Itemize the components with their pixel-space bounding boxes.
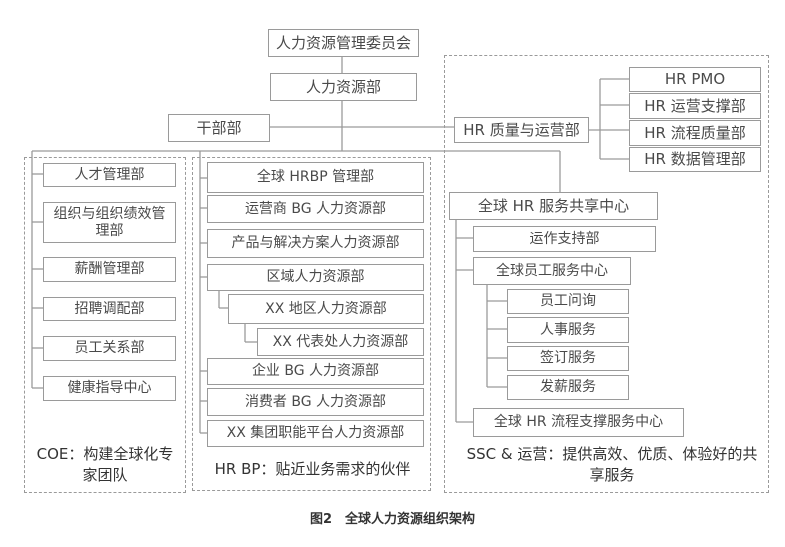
hrbp-item: 消费者 BG 人力资源部 [207, 388, 424, 416]
hr-quality-ops-box: HR 质量与运营部 [454, 117, 589, 143]
quality-item: HR PMO [629, 67, 761, 92]
hrbp-item: 运营商 BG 人力资源部 [207, 195, 424, 223]
coe-item: 薪酬管理部 [43, 257, 176, 282]
hrbp-item: 区域人力资源部 [207, 264, 424, 291]
ssc-label: SSC & 运营：提供高效、优质、体验好的共享服务 [466, 445, 758, 484]
coe-item: 组织与组织绩效管理部 [43, 202, 176, 243]
committee-box: 人力资源管理委员会 [268, 29, 419, 57]
employee-item: 员工问询 [507, 289, 629, 314]
ops-support-box: 运作支持部 [473, 226, 656, 252]
employee-center-box: 全球员工服务中心 [473, 257, 631, 285]
hrbp-item: XX 集团职能平台人力资源部 [207, 420, 424, 447]
hrbp-group [192, 157, 431, 491]
hrbp-label: HR BP：贴近业务需求的伙伴 [214, 460, 411, 478]
coe-label: COE：构建全球化专家团队 [36, 445, 174, 484]
cadre-dept-box: 干部部 [168, 114, 270, 142]
hrbp-item: 全球 HRBP 管理部 [207, 162, 424, 193]
hr-dept-box: 人力资源部 [270, 73, 417, 101]
coe-item: 招聘调配部 [43, 297, 176, 321]
hrbp-item: XX 代表处人力资源部 [257, 328, 424, 356]
employee-item: 签订服务 [507, 346, 629, 371]
figure-caption: 图2 全球人力资源组织架构 [309, 512, 476, 527]
coe-group [24, 157, 186, 493]
hrbp-item: XX 地区人力资源部 [228, 294, 424, 324]
hrbp-item: 产品与解决方案人力资源部 [207, 229, 424, 258]
coe-item: 人才管理部 [43, 163, 176, 187]
process-center-box: 全球 HR 流程支撑服务中心 [473, 408, 684, 437]
employee-item: 发薪服务 [507, 375, 629, 400]
ssc-center-box: 全球 HR 服务共享中心 [449, 192, 658, 220]
ssc-group [444, 55, 769, 493]
hrbp-item: 企业 BG 人力资源部 [207, 358, 424, 385]
employee-item: 人事服务 [507, 317, 629, 343]
quality-item: HR 运营支撑部 [629, 93, 761, 119]
coe-item: 员工关系部 [43, 336, 176, 361]
coe-item: 健康指导中心 [43, 376, 176, 401]
quality-item: HR 流程质量部 [629, 120, 761, 146]
quality-item: HR 数据管理部 [629, 147, 761, 172]
